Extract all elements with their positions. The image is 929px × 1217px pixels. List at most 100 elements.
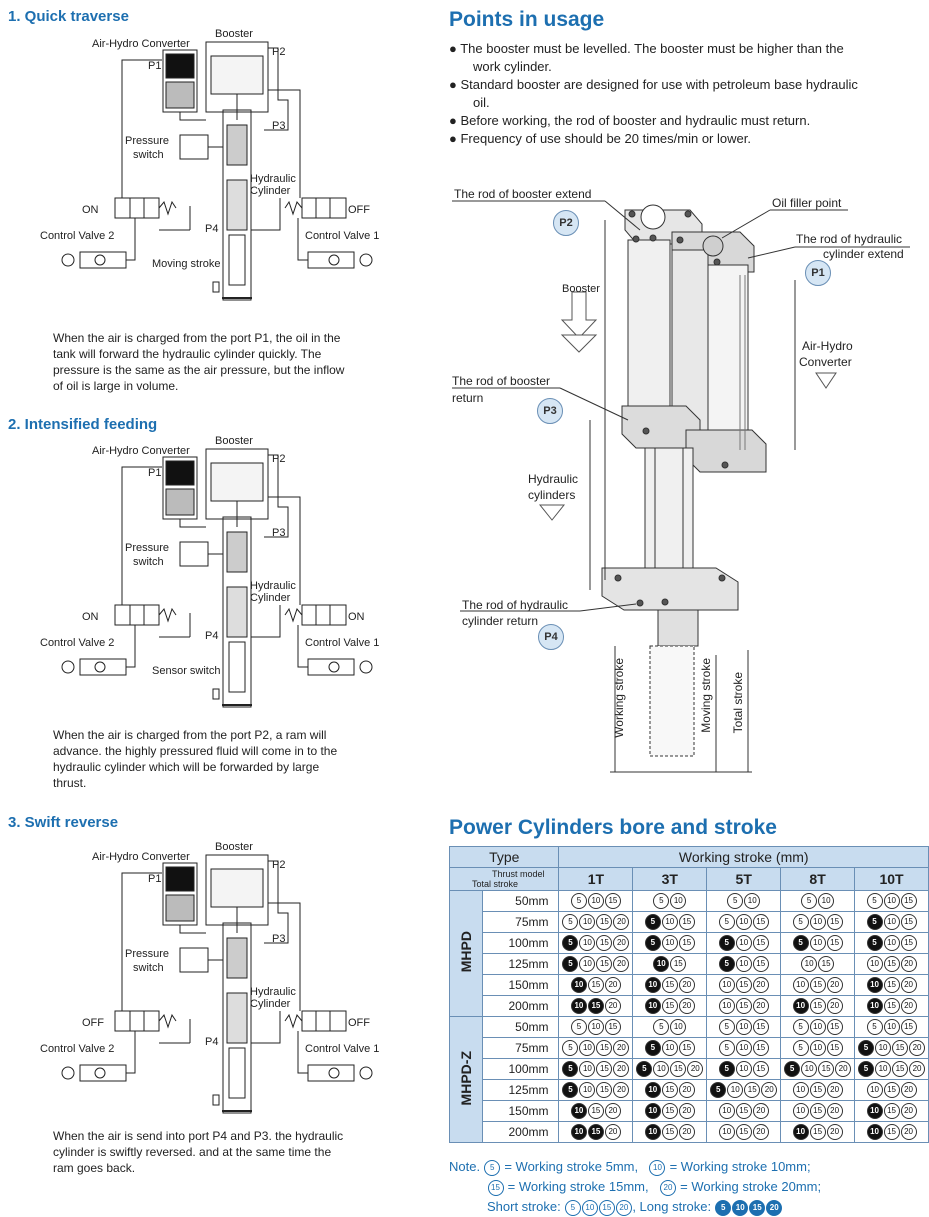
fig-hyd-cyl-2: cylinders	[528, 488, 576, 502]
fig-total-stroke: Total stroke	[731, 672, 745, 734]
circuit-drawing	[61, 41, 373, 301]
stroke-20-icon: 20	[604, 1124, 621, 1140]
stroke-10-filled-icon: 10	[866, 998, 883, 1014]
stroke-10-icon: 10	[744, 893, 761, 909]
stroke-15-icon: 15	[596, 1040, 613, 1056]
section-title: 3. Swift reverse	[8, 814, 119, 831]
bore-size: 150mm	[481, 1100, 560, 1122]
stroke-table-wrap: Type Working stroke (mm) Thrust model To…	[448, 846, 929, 1143]
stroke-15-icon: 15	[735, 1103, 752, 1119]
stroke-20-icon: 20	[678, 1103, 695, 1119]
description-line: When the air is send into port P4 and P3…	[53, 1129, 344, 1143]
stroke-10-filled-icon: 10	[866, 1124, 883, 1140]
stroke-15-icon: 15	[900, 935, 917, 951]
stroke-15-icon: 15	[826, 914, 843, 930]
stroke-10-filled-icon: 10	[866, 1103, 883, 1119]
bore-size: 125mm	[481, 953, 560, 975]
stroke-15-icon: 15	[661, 1124, 678, 1140]
stroke-10-icon: 10	[587, 893, 604, 909]
thrust-10t: 10T	[854, 867, 929, 891]
stroke-20-icon: 20	[613, 914, 630, 930]
stroke-10-icon: 10	[866, 956, 883, 972]
stroke-15-filled-icon: 15	[587, 1124, 604, 1140]
stroke-15-icon: 15	[883, 977, 900, 993]
section-description: When the air is send into port P4 and P3…	[53, 1128, 343, 1176]
usage-bullet: ● Before working, the rod of booster and…	[449, 112, 919, 130]
stroke-15-icon: 15	[752, 1061, 769, 1077]
stroke-20-icon: 20	[900, 1082, 917, 1098]
stroke-10-filled-icon: 10	[644, 1103, 661, 1119]
stroke-10-icon: 10	[579, 1040, 596, 1056]
stroke-10-filled-icon: 10	[644, 1082, 661, 1098]
stroke-5-filled-icon: 5	[784, 1061, 801, 1077]
stroke-15-filled-icon: 15	[587, 998, 604, 1014]
stroke-20-filled-icon: 20	[766, 1199, 783, 1216]
thrust-3t: 3T	[632, 867, 708, 891]
stroke-10-icon: 10	[735, 1040, 752, 1056]
diagram-control-valve-1: Control Valve 1	[305, 637, 380, 649]
diagram-converter-label: Air-Hydro Converter	[92, 445, 190, 457]
stroke-15-icon: 15	[809, 1082, 826, 1098]
stroke-5-icon: 5	[718, 914, 735, 930]
stroke-10-filled-icon: 10	[644, 998, 661, 1014]
diagram-switch-label: switch	[133, 962, 164, 974]
stroke-5-icon: 5	[866, 1019, 883, 1035]
stroke-15-icon: 15	[809, 998, 826, 1014]
stroke-10-filled-icon: 10	[644, 1124, 661, 1140]
stroke-20-icon: 20	[613, 1061, 630, 1077]
usage-bullets: ● The booster must be levelled. The boos…	[449, 40, 919, 148]
stroke-10-icon: 10	[581, 1199, 598, 1216]
stroke-20-icon: 20	[900, 1103, 917, 1119]
stroke-20-icon: 20	[900, 998, 917, 1014]
stroke-15-icon: 15	[826, 1040, 843, 1056]
stroke-10-filled-icon: 10	[570, 1124, 587, 1140]
bore-size: 150mm	[481, 974, 560, 996]
stroke-5-icon: 5	[792, 1019, 809, 1035]
stroke-15-icon: 15	[596, 1061, 613, 1077]
stroke-10-icon: 10	[735, 1019, 752, 1035]
stroke-15-icon: 15	[900, 893, 917, 909]
stroke-15-icon: 15	[678, 935, 695, 951]
circuit-drawing	[61, 448, 373, 708]
stroke-10-filled-icon: 10	[570, 1103, 587, 1119]
fig-rod-hyd-return-1: The rod of hydraulic	[462, 598, 569, 612]
stroke-15-icon: 15	[661, 998, 678, 1014]
description-line: ram goes back.	[53, 1161, 136, 1175]
stroke-20-icon: 20	[835, 1061, 852, 1077]
stroke-5-filled-icon: 5	[858, 1061, 875, 1077]
stroke-10-icon: 10	[735, 956, 752, 972]
stroke-15-icon: 15	[598, 1199, 615, 1216]
right-valve-state: OFF	[348, 204, 370, 216]
stroke-15-icon: 15	[752, 1019, 769, 1035]
note-prefix: Note.	[449, 1159, 481, 1174]
stroke-20-icon: 20	[613, 1082, 630, 1098]
usage-bullet: ● The booster must be levelled. The boos…	[449, 40, 919, 76]
stroke-10-icon: 10	[579, 935, 596, 951]
diagram-control-valve-1: Control Valve 1	[305, 1043, 380, 1055]
stroke-20-icon: 20	[615, 1199, 632, 1216]
stroke-5-icon: 5	[792, 914, 809, 930]
diagram-hydraulic-label: Hydraulic	[250, 580, 296, 592]
stroke-10-filled-icon: 10	[792, 1124, 809, 1140]
bore-size: 75mm	[481, 911, 560, 933]
stroke-5-icon: 5	[564, 1199, 581, 1216]
stroke-15-icon: 15	[487, 1179, 504, 1196]
diagram-p4-label: P4	[205, 223, 219, 235]
stroke-15-icon: 15	[661, 1082, 678, 1098]
